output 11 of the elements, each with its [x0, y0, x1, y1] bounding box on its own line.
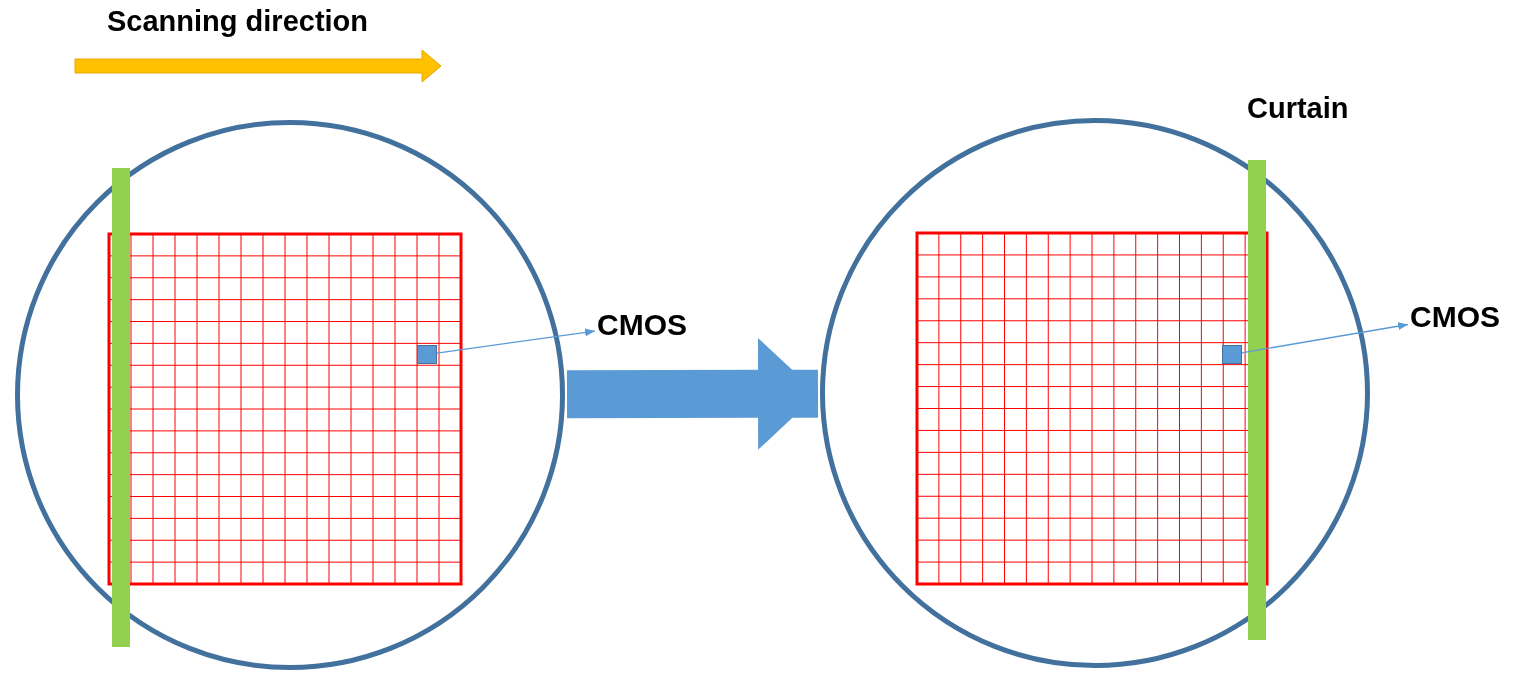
field-circle [15, 120, 565, 670]
curtain-label: Curtain [1247, 93, 1349, 125]
pixel-square [417, 345, 437, 364]
pixel-square [1222, 345, 1242, 364]
leader-line [1241, 322, 1409, 354]
cmos-label: CMOS [1410, 300, 1500, 333]
direction-label: Scanning direction [107, 6, 369, 38]
cmos-label: CMOS [597, 308, 687, 341]
leader-line [436, 328, 596, 354]
field-circle [820, 118, 1370, 668]
block-arrow [566, 337, 819, 450]
